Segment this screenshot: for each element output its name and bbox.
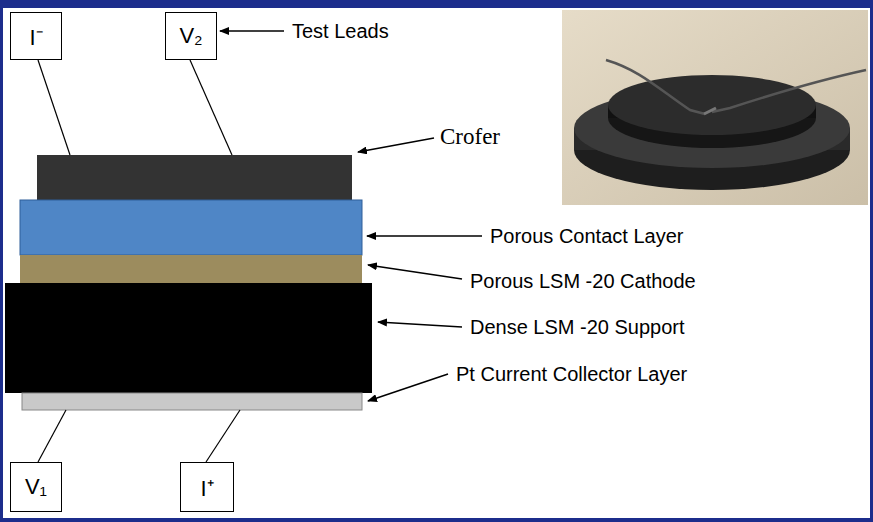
test-lead-box: V₁ [10,462,62,512]
layer-label: Porous Contact Layer [490,225,683,248]
sample-photo [562,10,868,205]
lead-name: I⁺ [200,472,213,502]
crofer-layer [37,155,352,200]
leader-arrow [367,235,482,237]
lead-wire [38,60,70,155]
layer-label: Pt Current Collector Layer [456,363,687,386]
test-lead-box: V₂ [165,12,217,60]
lead-name: I⁻ [29,21,42,51]
lead-wire [38,410,66,462]
lead-wire [190,60,232,155]
lead-wire [206,410,240,462]
cathode-layer [20,255,362,283]
pt-layer [22,393,362,410]
leader-arrow [378,322,462,327]
lead-name: V₂ [179,23,202,49]
contact-layer [20,200,362,255]
layer-label: Porous LSM -20 Cathode [470,270,696,293]
leader-arrow [358,138,434,152]
leader-arrow [368,265,462,279]
layer-label: Dense LSM -20 Support [470,316,685,339]
test-lead-box: I⁻ [10,12,62,60]
test-lead-box: I⁺ [180,462,234,512]
callout-label: Test Leads [292,20,389,43]
support-layer [5,283,372,393]
leader-arrow [220,30,284,32]
leader-arrow [368,374,448,401]
lead-name: V₁ [25,474,47,500]
layer-label: Crofer [440,124,500,150]
